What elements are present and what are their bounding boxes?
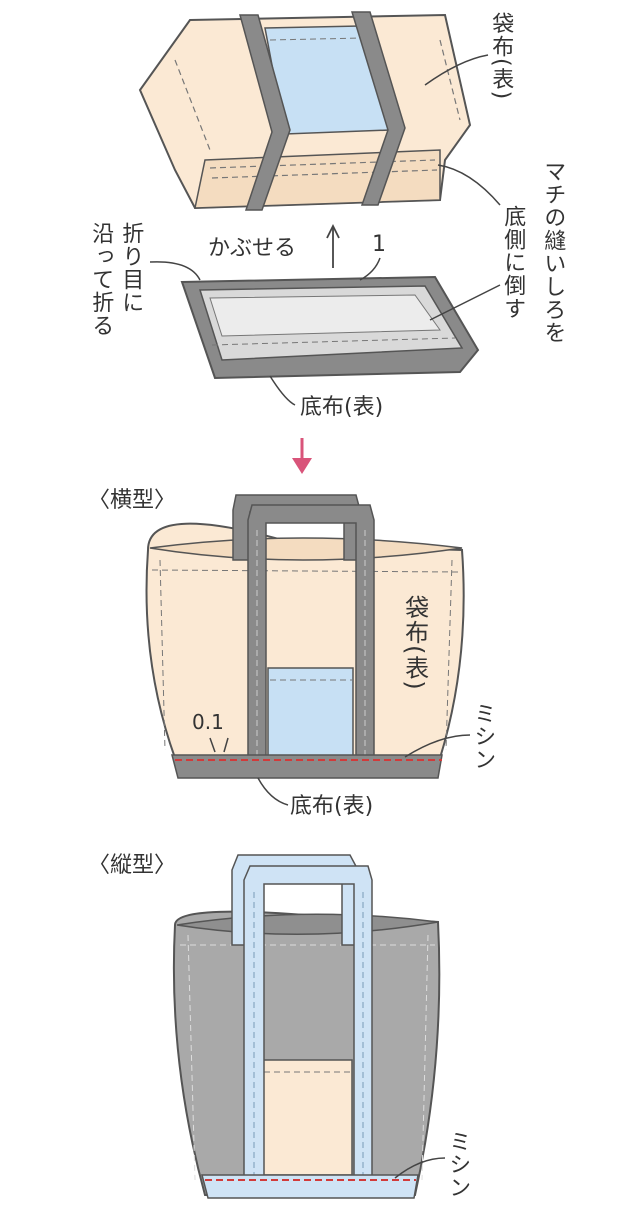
label-measure: 0.1 xyxy=(192,710,224,734)
vertical-bag xyxy=(172,854,446,1199)
label-seam-note2: 底側に倒す xyxy=(500,205,526,320)
up-arrow-icon xyxy=(326,223,340,268)
label-machine-2: ミシン xyxy=(445,1130,471,1199)
label-fold-note2: 沿って折る xyxy=(88,222,114,337)
label-seam-note: マチの縫いしろを xyxy=(540,160,566,344)
label-bottom-fabric-top: 底布(表) xyxy=(300,395,384,420)
label-vertical-type: 〈縦型〉 xyxy=(88,853,177,878)
label-fold-note: 折り目に xyxy=(118,222,144,314)
down-arrow-icon xyxy=(292,438,312,474)
label-machine-1: ミシン xyxy=(470,702,496,771)
bottom-fabric-tray xyxy=(149,257,501,406)
label-bottom-fabric-mid: 底布(表) xyxy=(290,794,374,819)
label-cover: かぶせる xyxy=(208,236,297,261)
label-top-outer-fabric: 袋布(表) xyxy=(488,12,514,101)
label-horizontal-type: 〈横型〉 xyxy=(88,488,177,513)
label-one: 1 xyxy=(372,232,386,257)
label-mid-outer-fabric: 袋布(表) xyxy=(400,595,429,691)
upside-down-bag-body xyxy=(138,11,501,211)
horizontal-bag xyxy=(145,494,471,806)
